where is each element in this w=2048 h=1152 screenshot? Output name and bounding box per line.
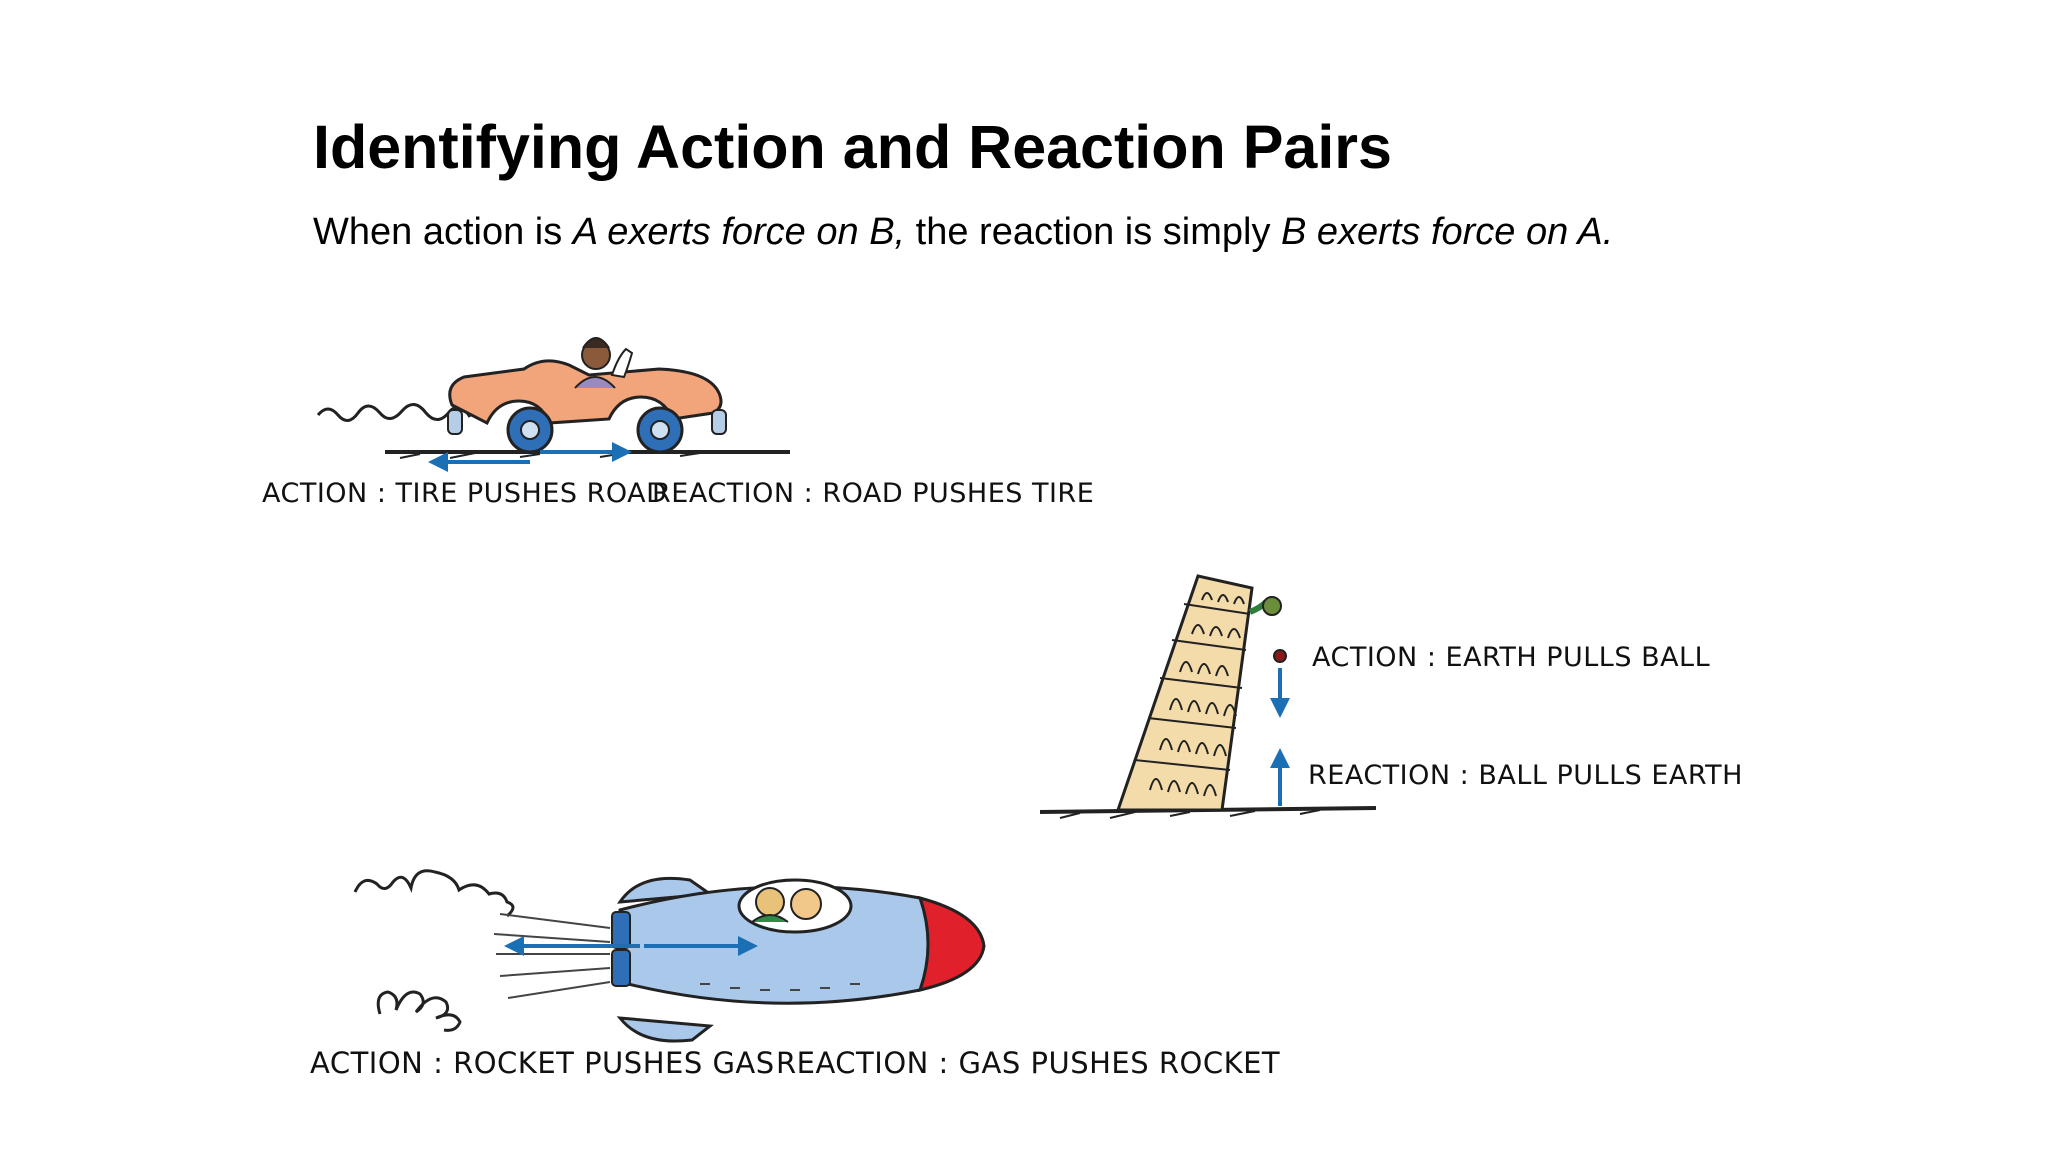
subtitle-italic-1: A exerts force on B,	[572, 211, 906, 253]
rocket-illustration	[353, 869, 986, 1043]
subtitle-text-2: the reaction is simply	[905, 211, 1282, 253]
tower-action-caption: ACTION : EARTH PULLS BALL	[1312, 642, 1711, 673]
subtitle-text-1: When action is	[313, 211, 573, 253]
tower-reaction-caption: REACTION : BALL PULLS EARTH	[1308, 760, 1743, 791]
slide-title: Identifying Action and Reaction Pairs	[313, 113, 1392, 181]
car-illustration	[316, 337, 790, 472]
car-action-caption: ACTION : TIRE PUSHES ROAD	[262, 478, 668, 509]
tower-illustration	[1039, 574, 1377, 819]
rocket-action-caption: ACTION : ROCKET PUSHES GAS	[310, 1046, 775, 1080]
subtitle-italic-2: B exerts force on A.	[1281, 211, 1614, 253]
rocket-reaction-caption: REACTION : GAS PUSHES ROCKET	[776, 1046, 1281, 1080]
ball	[1273, 649, 1287, 663]
car-reaction-caption: REACTION : ROAD PUSHES TIRE	[652, 478, 1095, 509]
slide-subtitle: When action is A exerts force on B, the …	[313, 211, 1613, 254]
